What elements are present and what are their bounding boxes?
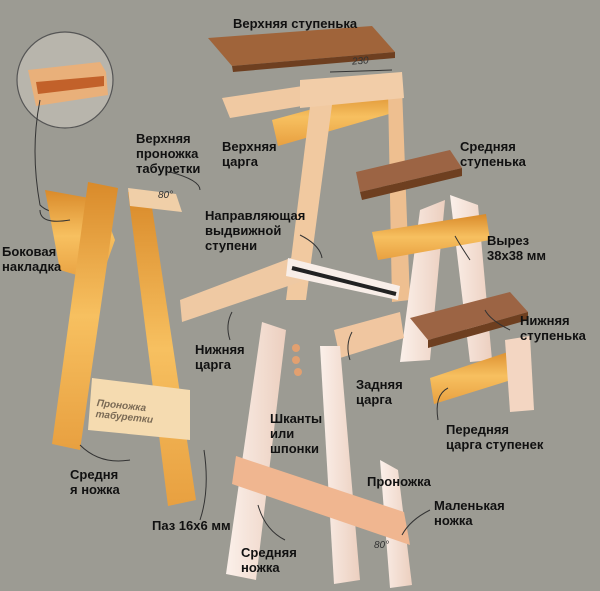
label-line: шпонки (270, 441, 319, 456)
leader-lines (39, 171, 511, 541)
label-rung: Проножка (367, 474, 431, 489)
middle-leg-left-a (52, 182, 118, 450)
label-line: Шканты (270, 411, 323, 426)
label-line: Боковая (2, 244, 57, 259)
label-line: царга (195, 357, 231, 372)
label-groove: Паз 16x6 мм (152, 518, 231, 533)
label-line: табуретки (136, 161, 201, 176)
middle-leg-left-b (128, 192, 196, 506)
dowel (292, 344, 300, 352)
label-line: Средняя (241, 545, 297, 560)
dowel (292, 356, 300, 364)
label-upper-apron: Верхняя царга (222, 139, 277, 169)
label-side-overlay: Боковая накладка (2, 244, 61, 274)
rear-apron (334, 312, 404, 358)
middle-apron (372, 214, 490, 260)
angle-label-bottom: 80° (374, 540, 390, 551)
label-line: царга ступенек (446, 437, 544, 452)
label-line: ступенька (460, 154, 526, 169)
dimension-230: 230 (351, 55, 370, 68)
label-rear-apron: Задняя царга (356, 377, 403, 407)
label-lower-apron: Нижняя царга (195, 342, 245, 372)
label-line: царга (222, 154, 258, 169)
label-middle-step: Средняя ступенька (460, 139, 526, 169)
label-line: Средня (70, 467, 119, 482)
rear-top-block (300, 72, 404, 108)
label-line: я ножка (70, 482, 120, 497)
profile-detail-circle (16, 31, 114, 214)
label-line: выдвижной (205, 223, 282, 238)
label-small-leg: Маленькая ножка (434, 498, 505, 528)
middle-step (356, 150, 462, 192)
middle-leg-bottom-b (320, 346, 360, 584)
label-front-step-apron: Передняя царга ступенек (446, 422, 543, 452)
upper-stool-rung-part (128, 188, 182, 212)
label-cutout: Вырез 38x38 мм (487, 233, 546, 263)
label-line: ножка (241, 560, 280, 575)
label-slide-guide: Направляющая выдвижной ступени (205, 208, 305, 253)
label-line: ступенька (520, 328, 586, 343)
label-line: Нижняя (195, 342, 245, 357)
bottom-step (410, 292, 528, 340)
label-line: Маленькая (434, 498, 505, 513)
middle-leg-bottom-a (226, 322, 286, 580)
dowel (294, 368, 302, 376)
label-line: Средняя (460, 139, 516, 154)
label-line: Нижняя (520, 313, 570, 328)
label-line: 38x38 мм (487, 248, 546, 263)
label-line: ножка (434, 513, 473, 528)
label-line: ступени (205, 238, 258, 253)
label-line: царга (356, 392, 392, 407)
label-top-step: Верхняя ступенька (233, 16, 358, 31)
label-line: Направляющая (205, 208, 306, 223)
front-step-apron (430, 348, 524, 404)
label-line: Задняя (356, 377, 403, 392)
rear-leg-right (388, 88, 410, 302)
label-line: Передняя (446, 422, 510, 437)
slide-guide (180, 256, 300, 322)
label-line: Вырез (487, 233, 530, 248)
label-line: Верхняя (136, 131, 191, 146)
label-bottom-step: Нижняя ступенька (520, 313, 586, 343)
top-step (208, 26, 395, 66)
label-line: проножка (136, 146, 199, 161)
label-line: Верхняя (222, 139, 277, 154)
stool-rung-part (88, 378, 190, 440)
label-upper-stool-rung: Верхняя проножка табуретки (136, 131, 200, 176)
label-line: накладка (2, 259, 62, 274)
rear-leg-left (286, 90, 334, 300)
label-line: или (270, 426, 295, 441)
label-middle-leg-left: Средня я ножка (70, 467, 120, 497)
label-dowels: Шканты или шпонки (270, 411, 322, 456)
angle-label-top: 80° (158, 190, 174, 201)
upper-apron-front (272, 88, 396, 146)
rung-part (232, 456, 410, 545)
label-middle-leg-bottom: Средняя ножка (241, 545, 297, 575)
